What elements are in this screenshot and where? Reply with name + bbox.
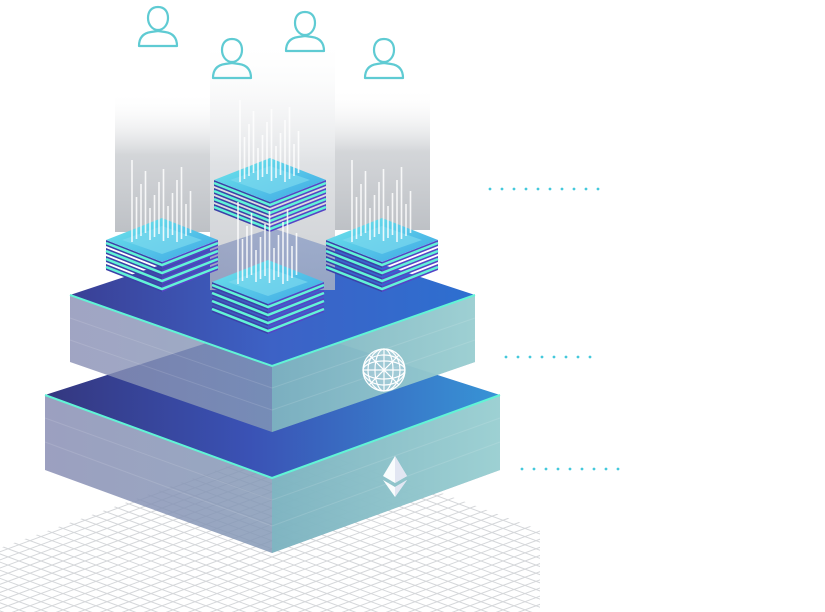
user-icon <box>284 10 326 53</box>
user-icon <box>363 37 405 80</box>
user-group <box>137 5 405 80</box>
server-stack-icon <box>213 100 327 232</box>
callout-line-middle <box>504 355 592 359</box>
callout-line-bottom <box>520 467 620 471</box>
server-stack-icon <box>325 160 439 292</box>
server-stack-icon <box>211 202 325 334</box>
callout-lines <box>488 187 620 471</box>
user-icon <box>137 5 179 48</box>
server-stack-icon <box>105 160 219 292</box>
mesh-sphere-icon <box>362 348 406 392</box>
server-nodes <box>105 100 439 334</box>
user-icon <box>211 37 253 80</box>
callout-line-top <box>488 187 600 191</box>
ethereum-icon <box>383 456 407 497</box>
